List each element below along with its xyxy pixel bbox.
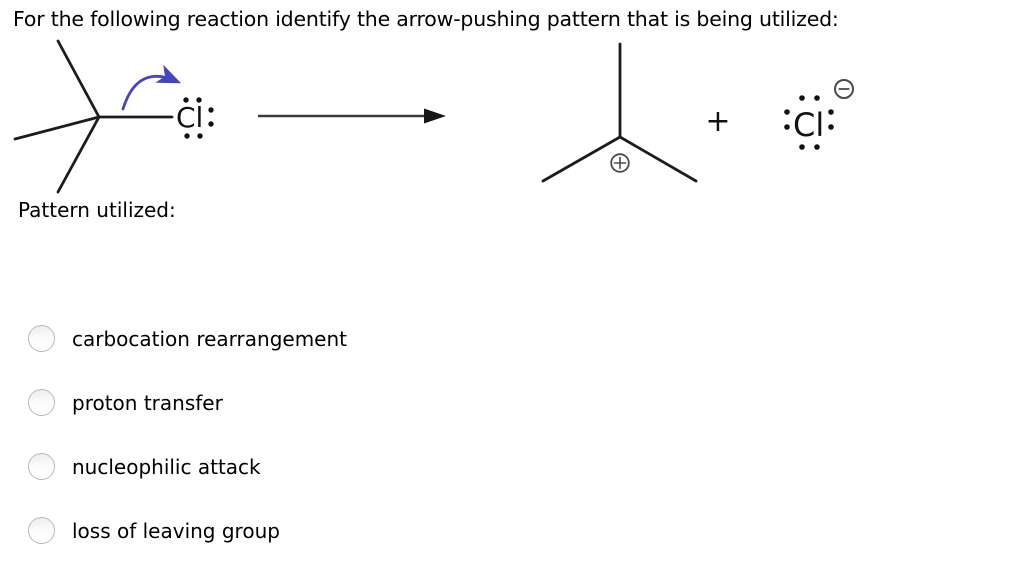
radio-button[interactable] xyxy=(28,453,55,480)
product-chloride-anion: Cl xyxy=(784,79,854,150)
option-label: proton transfer xyxy=(72,390,223,415)
circled-minus-icon xyxy=(834,79,854,99)
option-loss-of-leaving-group[interactable]: loss of leaving group xyxy=(28,517,347,544)
curved-electron-pushing-arrow-icon xyxy=(121,64,182,111)
reaction-diagram: Cl xyxy=(13,39,854,194)
reaction-arrow-icon xyxy=(258,108,446,124)
reactant-lone-pair-dots xyxy=(183,97,214,139)
option-nucleophilic-attack[interactable]: nucleophilic attack xyxy=(28,453,347,480)
answer-options: carbocation rearrangement proton transfe… xyxy=(28,325,347,570)
option-carbocation-rearrangement[interactable]: carbocation rearrangement xyxy=(28,325,347,352)
product-tert-butyl-cation xyxy=(541,42,698,183)
reactant-tert-butyl-chloride: Cl xyxy=(13,39,214,194)
option-label: nucleophilic attack xyxy=(72,454,261,479)
anion-lone-pair-dots xyxy=(784,95,834,150)
bond-line xyxy=(541,135,622,183)
option-label: carbocation rearrangement xyxy=(72,326,347,351)
plus-sign: + xyxy=(705,104,730,139)
bond-line xyxy=(13,115,101,141)
bond-line xyxy=(56,39,101,119)
option-label: loss of leaving group xyxy=(72,518,280,543)
radio-button[interactable] xyxy=(28,389,55,416)
circled-plus-icon xyxy=(610,153,630,173)
radio-button[interactable] xyxy=(28,517,55,544)
bond-line xyxy=(618,135,698,183)
question-title: For the following reaction identify the … xyxy=(13,7,839,31)
bond-line xyxy=(56,115,101,194)
anion-chlorine-label: Cl xyxy=(793,106,824,144)
pattern-utilized-label: Pattern utilized: xyxy=(18,198,176,222)
reactant-chlorine-label: Cl xyxy=(176,101,203,134)
option-proton-transfer[interactable]: proton transfer xyxy=(28,389,347,416)
radio-button[interactable] xyxy=(28,325,55,352)
